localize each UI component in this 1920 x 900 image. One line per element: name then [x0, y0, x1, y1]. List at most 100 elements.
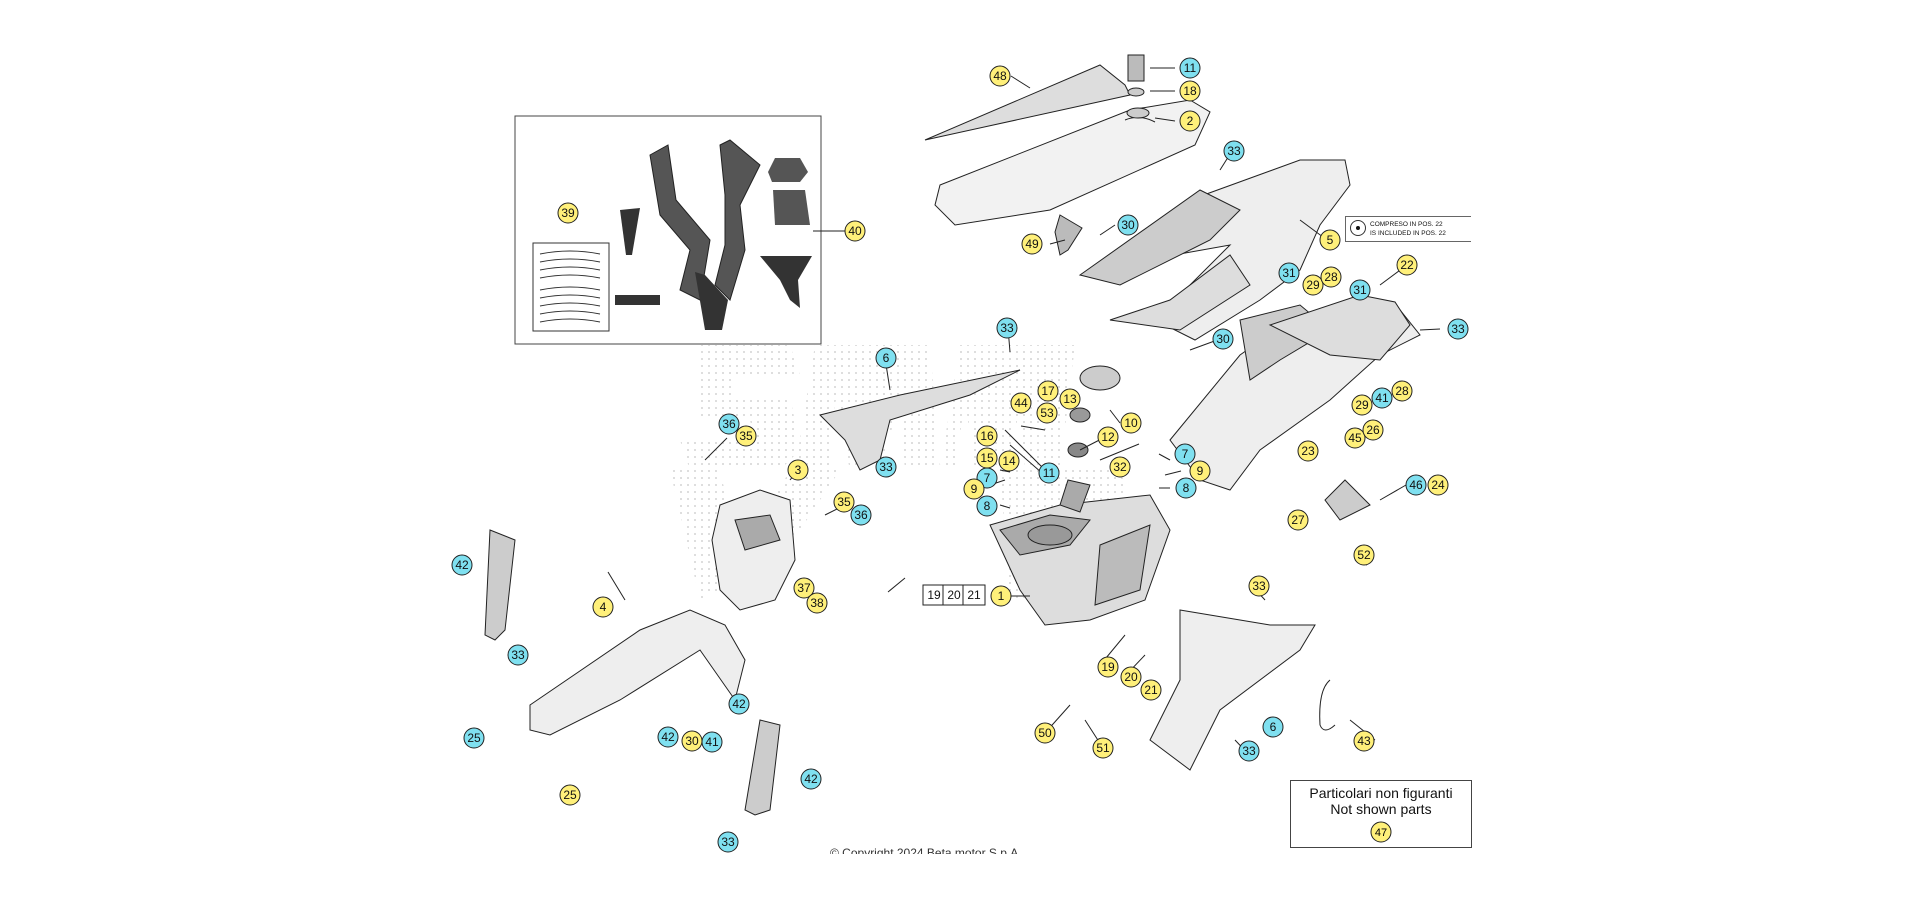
callout-40[interactable]: 40	[844, 220, 866, 242]
callout-27[interactable]: 27	[1287, 509, 1309, 531]
callout-46[interactable]: 46	[1405, 474, 1427, 496]
callout-12[interactable]: 12	[1097, 426, 1119, 448]
callout-25[interactable]: 25	[463, 727, 485, 749]
callout-29[interactable]: 29	[1302, 274, 1324, 296]
callout-30[interactable]: 30	[1212, 328, 1234, 350]
callout-33[interactable]: 33	[717, 831, 739, 853]
callout-42[interactable]: 42	[451, 554, 473, 576]
callout-36[interactable]: 36	[850, 504, 872, 526]
callout-15[interactable]: 15	[976, 447, 998, 469]
callout-33[interactable]: 33	[1248, 575, 1270, 597]
callout-label: 49	[1025, 237, 1039, 251]
callout-30[interactable]: 30	[1117, 214, 1139, 236]
callout-marker	[850, 504, 872, 526]
callout-33[interactable]: 33	[1447, 318, 1469, 340]
callout-marker	[592, 596, 614, 618]
callout-33[interactable]: 33	[1238, 740, 1260, 762]
callout-26[interactable]: 26	[1362, 419, 1384, 441]
callout-39[interactable]: 39	[557, 202, 579, 224]
callout-24[interactable]: 24	[1427, 474, 1449, 496]
callout-9[interactable]: 9	[963, 478, 985, 500]
callout-37[interactable]: 37	[793, 577, 815, 599]
note-line-italian: Particolari non figuranti	[1309, 785, 1453, 801]
callout-45[interactable]: 45	[1344, 427, 1366, 449]
callout-marker	[1212, 328, 1234, 350]
callout-marker	[1344, 427, 1366, 449]
callout-49[interactable]: 49	[1021, 233, 1043, 255]
callout-9[interactable]: 9	[1189, 460, 1211, 482]
callout-32[interactable]: 32	[1109, 456, 1131, 478]
callout-8[interactable]: 8	[976, 495, 998, 517]
callout-13[interactable]: 13	[1059, 388, 1081, 410]
callout-36[interactable]: 36	[718, 413, 740, 435]
callout-33[interactable]: 33	[507, 644, 529, 666]
callout-33[interactable]: 33	[1223, 140, 1245, 162]
callout-19[interactable]: 19	[922, 584, 946, 606]
callout-8[interactable]: 8	[1175, 477, 1197, 499]
callout-label: 2	[1187, 114, 1194, 128]
callout-47[interactable]: 47	[1366, 819, 1396, 845]
callout-label: 45	[1348, 431, 1362, 445]
callout-19[interactable]: 19	[1097, 656, 1119, 678]
callout-43[interactable]: 43	[1353, 730, 1375, 752]
callout-3[interactable]: 3	[787, 459, 809, 481]
callout-35[interactable]: 35	[735, 425, 757, 447]
callout-label: 35	[739, 429, 753, 443]
callout-21[interactable]: 21	[962, 584, 986, 606]
callout-48[interactable]: 48	[989, 65, 1011, 87]
callout-53[interactable]: 53	[1036, 402, 1058, 424]
callout-2[interactable]: 2	[1179, 110, 1201, 132]
callout-38[interactable]: 38	[806, 592, 828, 614]
callout-6[interactable]: 6	[875, 347, 897, 369]
callout-marker	[1036, 402, 1058, 424]
callout-label: 41	[1375, 391, 1389, 405]
callout-11[interactable]: 11	[1038, 462, 1060, 484]
callout-label: 50	[1038, 726, 1052, 740]
callout-10[interactable]: 10	[1120, 412, 1142, 434]
callout-marker	[1179, 80, 1201, 102]
callout-marker	[1447, 318, 1469, 340]
callout-22[interactable]: 22	[1396, 254, 1418, 276]
callout-23[interactable]: 23	[1297, 440, 1319, 462]
callout-51[interactable]: 51	[1092, 737, 1114, 759]
callout-label: 11	[1043, 466, 1056, 480]
callout-28[interactable]: 28	[1320, 266, 1342, 288]
callout-marker	[1092, 737, 1114, 759]
callout-14[interactable]: 14	[998, 450, 1020, 472]
callout-30[interactable]: 30	[681, 730, 703, 752]
callout-35[interactable]: 35	[833, 491, 855, 513]
callout-28[interactable]: 28	[1391, 380, 1413, 402]
callout-16[interactable]: 16	[976, 425, 998, 447]
callout-31[interactable]: 31	[1349, 279, 1371, 301]
callout-1[interactable]: 1	[990, 585, 1012, 607]
callout-label: 30	[1121, 218, 1135, 232]
callout-29[interactable]: 29	[1351, 394, 1373, 416]
callout-5[interactable]: 5	[1319, 229, 1341, 251]
callout-11[interactable]: 11	[1179, 57, 1201, 79]
callout-label: 21	[1144, 683, 1158, 697]
callout-label: 4	[600, 600, 607, 614]
callout-18[interactable]: 18	[1179, 80, 1201, 102]
callout-42[interactable]: 42	[800, 768, 822, 790]
callout-7[interactable]: 7	[1174, 443, 1196, 465]
callout-4[interactable]: 4	[592, 596, 614, 618]
callout-25[interactable]: 25	[559, 784, 581, 806]
callout-20[interactable]: 20	[942, 584, 966, 606]
callout-21[interactable]: 21	[1140, 679, 1162, 701]
callout-20[interactable]: 20	[1120, 666, 1142, 688]
callout-17[interactable]: 17	[1037, 380, 1059, 402]
callout-41[interactable]: 41	[701, 731, 723, 753]
callout-52[interactable]: 52	[1353, 544, 1375, 566]
callout-50[interactable]: 50	[1034, 722, 1056, 744]
callout-label: 33	[1227, 144, 1241, 158]
callout-33[interactable]: 33	[875, 456, 897, 478]
callout-marker	[1319, 229, 1341, 251]
callout-label: 33	[721, 835, 735, 849]
callout-41[interactable]: 41	[1371, 387, 1393, 409]
callout-42[interactable]: 42	[728, 693, 750, 715]
callout-31[interactable]: 31	[1278, 262, 1300, 284]
callout-44[interactable]: 44	[1010, 392, 1032, 414]
callout-42[interactable]: 42	[657, 726, 679, 748]
callout-6[interactable]: 6	[1262, 716, 1284, 738]
callout-33[interactable]: 33	[996, 317, 1018, 339]
